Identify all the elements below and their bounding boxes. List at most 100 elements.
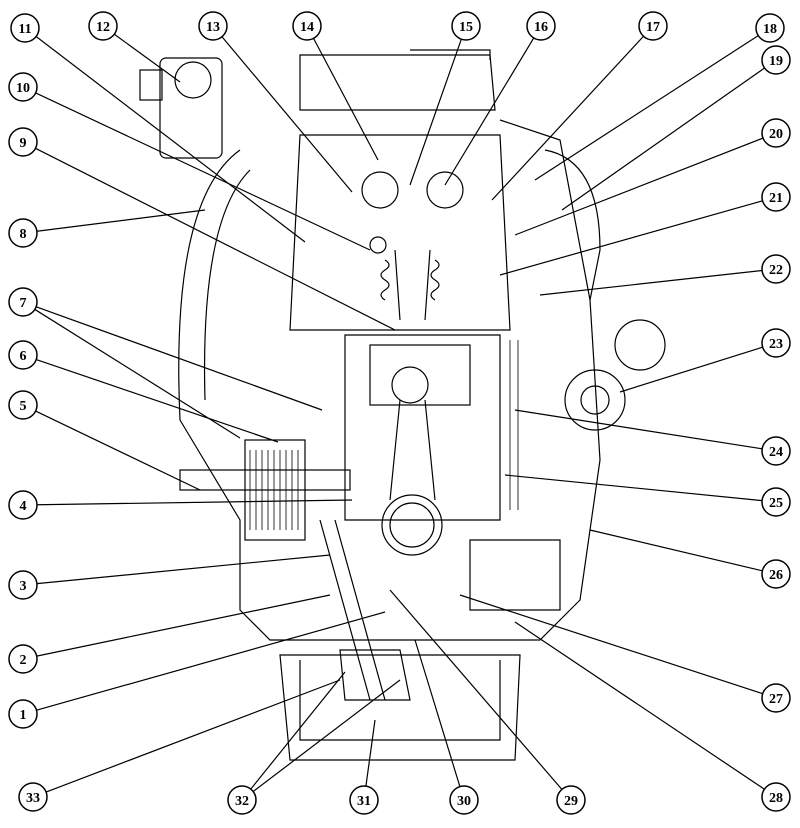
callout-label: 9 — [20, 136, 27, 151]
callout-label: 14 — [300, 20, 314, 35]
callout-label: 26 — [769, 568, 783, 583]
callout-circle — [10, 13, 40, 43]
callout-label: 3 — [20, 579, 27, 594]
callout-label: 2 — [20, 653, 27, 668]
callout-24: 24 — [761, 436, 791, 466]
leader-line-14 — [313, 38, 379, 161]
callout-32: 32 — [227, 785, 257, 815]
callout-label: 30 — [457, 794, 471, 809]
callout-label: 13 — [206, 20, 220, 35]
callout-23: 23 — [761, 328, 791, 358]
callout-circle — [761, 182, 791, 212]
callout-label: 29 — [564, 794, 578, 809]
leader-line-27 — [459, 594, 763, 695]
callout-label: 21 — [769, 191, 783, 206]
callout-circle — [761, 254, 791, 284]
callout-label: 20 — [769, 127, 783, 142]
callout-11: 11 — [10, 13, 40, 43]
callout-circle — [8, 127, 38, 157]
callout-label: 8 — [20, 227, 27, 242]
callout-label: 25 — [769, 496, 783, 511]
leader-line-17 — [491, 35, 644, 201]
callout-1: 1 — [8, 699, 38, 729]
callout-21: 21 — [761, 182, 791, 212]
callout-label: 31 — [357, 794, 371, 809]
leader-line-25 — [504, 474, 763, 502]
callout-circle — [18, 782, 48, 812]
callout-circle — [761, 559, 791, 589]
leader-line-13 — [221, 36, 353, 193]
leader-line-11 — [35, 36, 306, 243]
leader-lines — [34, 33, 765, 793]
callout-circle — [761, 328, 791, 358]
oil-pan — [279, 654, 521, 761]
callout-circle — [8, 72, 38, 102]
leader-line-7 — [34, 308, 241, 439]
callout-circle — [526, 11, 556, 41]
turbocharger — [614, 319, 666, 371]
leader-line-7 — [35, 306, 323, 411]
callout-13: 13 — [198, 11, 228, 41]
callout-20: 20 — [761, 118, 791, 148]
leader-line-24 — [514, 409, 763, 450]
callout-27: 27 — [761, 683, 791, 713]
callout-15: 15 — [451, 11, 481, 41]
callout-3: 3 — [8, 570, 38, 600]
callout-8: 8 — [8, 218, 38, 248]
callout-12: 12 — [88, 11, 118, 41]
throttle-body — [159, 57, 223, 159]
leader-line-8 — [36, 209, 206, 232]
leader-line-6 — [36, 358, 279, 443]
callout-25: 25 — [761, 487, 791, 517]
leader-line-12 — [113, 33, 181, 83]
piston — [369, 344, 471, 406]
callout-label: 28 — [769, 791, 783, 806]
callout-7: 7 — [8, 287, 38, 317]
callout-4: 4 — [8, 490, 38, 520]
callout-label: 18 — [763, 22, 777, 37]
leader-line-5 — [35, 410, 201, 491]
callout-circle — [556, 785, 586, 815]
callout-30: 30 — [449, 785, 479, 815]
callout-circle — [198, 11, 228, 41]
callout-label: 17 — [646, 20, 660, 35]
callout-2: 2 — [8, 644, 38, 674]
callout-22: 22 — [761, 254, 791, 284]
callout-label: 32 — [235, 794, 249, 809]
callout-label: 10 — [16, 81, 30, 96]
leader-line-30 — [414, 639, 461, 787]
callout-label: 5 — [20, 399, 27, 414]
cylinder-head — [289, 134, 511, 331]
leader-line-9 — [35, 147, 396, 331]
dipstick-tube — [319, 519, 386, 701]
callout-label: 6 — [20, 349, 27, 364]
callout-17: 17 — [638, 11, 668, 41]
callout-circle — [638, 11, 668, 41]
leader-line-28 — [514, 621, 765, 790]
callout-10: 10 — [8, 72, 38, 102]
callout-circle — [761, 118, 791, 148]
callout-circle — [8, 490, 38, 520]
callout-circle — [88, 11, 118, 41]
callout-circle — [451, 11, 481, 41]
callout-label: 15 — [459, 20, 473, 35]
callout-circle — [8, 218, 38, 248]
callout-circle — [8, 570, 38, 600]
leader-line-21 — [499, 200, 763, 276]
leader-line-29 — [389, 589, 563, 790]
callout-circle — [449, 785, 479, 815]
callout-circle — [8, 699, 38, 729]
callout-label: 24 — [769, 445, 783, 460]
leader-line-23 — [619, 346, 763, 393]
callout-14: 14 — [292, 11, 322, 41]
callout-label: 33 — [26, 791, 40, 806]
callout-circle — [349, 785, 379, 815]
callout-circle — [8, 287, 38, 317]
callout-9: 9 — [8, 127, 38, 157]
callout-circle — [227, 785, 257, 815]
leader-line-10 — [35, 92, 371, 251]
callout-label: 23 — [769, 337, 783, 352]
camshaft-intake — [361, 171, 399, 209]
